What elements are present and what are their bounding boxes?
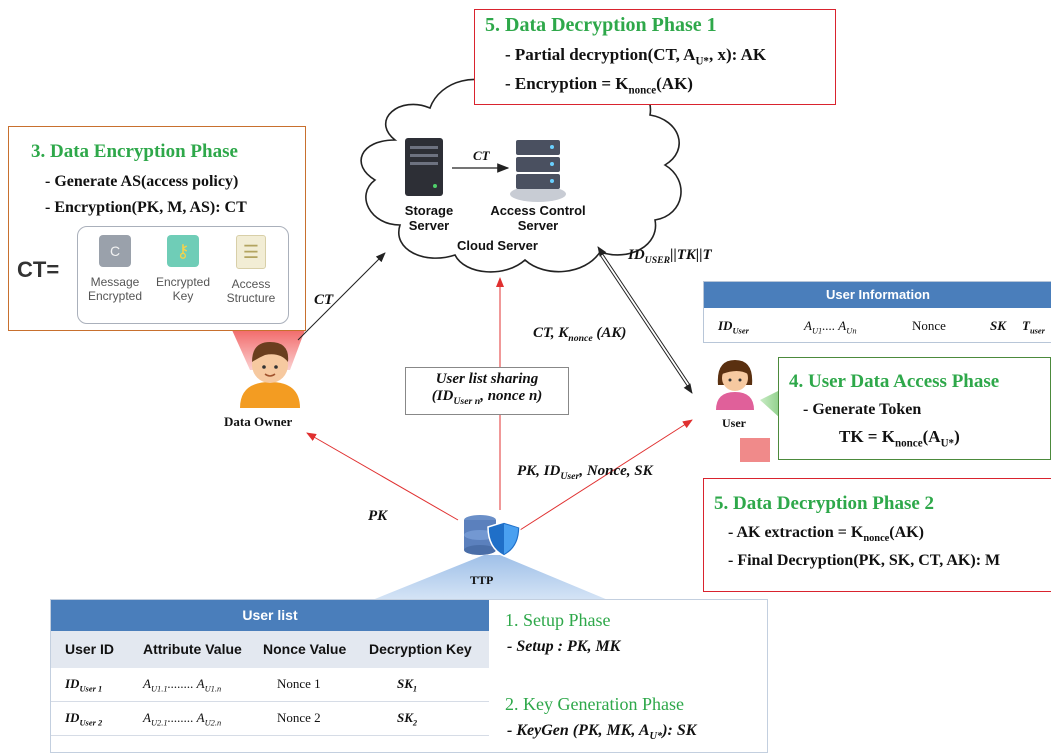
row2-key: SK2 [397, 710, 418, 728]
header-attribute-value: Attribute Value [143, 641, 242, 657]
encrypted-key-label1: Encrypted [155, 275, 211, 289]
phase-keygen-title: 2. Key Generation Phase [505, 694, 684, 714]
row1-key: SK1 [397, 676, 418, 694]
phase-access-title: 4. User Data Access Phase [789, 371, 1000, 392]
phase-dec2-title: 5. Data Decryption Phase 2 [714, 493, 935, 514]
user-info-attr-cell: AU1.... AUn [804, 318, 857, 336]
phase-enc-line1: - Generate AS(access policy) [45, 173, 239, 190]
phase-keygen-line: - KeyGen (PK, MK, AU*): SK [507, 722, 697, 743]
ttp-pk-label: PK [368, 508, 388, 524]
row1-nonce: Nonce 1 [277, 676, 321, 691]
message-encrypted-item: C Message Encrypted [82, 235, 148, 303]
row2-user-id: IDUser 2 [65, 710, 103, 728]
user-list-table: User list User ID Attribute Value Nonce … [51, 600, 489, 736]
header-user-id: User ID [65, 641, 115, 657]
phase-dec1-box: 5. Data Decryption Phase 1 - Partial dec… [474, 9, 836, 105]
user-list-title: User list [51, 600, 489, 631]
access-beam [760, 390, 780, 418]
access-structure-label2: Structure [226, 291, 276, 305]
phase-dec2-box: 5. Data Decryption Phase 2 - AK extracti… [703, 478, 1051, 592]
user-list-sharing-line2: (IDUser n, nonce n) [431, 388, 543, 407]
dec2-beam [740, 438, 770, 462]
user-list-header-row: User ID Attribute Value Nonce Value Decr… [51, 631, 489, 668]
header-decryption-key: Decryption Key [369, 641, 472, 657]
key-icon: ⚷ [167, 235, 199, 267]
phase-access-line1: - Generate Token [803, 401, 922, 418]
phase-setup-title: 1. Setup Phase [505, 610, 611, 630]
access-structure-label1: Access [231, 277, 271, 291]
row2-attribute: AU2.1........ AU2.n [143, 710, 222, 728]
phase-access-line2: TK = Knonce(AU*) [839, 427, 960, 450]
user-info-nonce-cell: Nonce [912, 318, 946, 333]
phase-dec1-line1: - Partial decryption(CT, AU*, x): AK [505, 45, 767, 68]
ct-components-panel: C Message Encrypted ⚷ Encrypted Key ☰ Ac… [77, 226, 289, 324]
user-list-sharing-box: User list sharing (IDUser n, nonce n) [405, 367, 569, 415]
data-owner-label: Data Owner [224, 414, 293, 429]
row1-attribute: AU1.1........ AU1.n [143, 676, 222, 694]
encrypted-key-item: ⚷ Encrypted Key [150, 235, 216, 303]
ct-equals-label: CT= [17, 257, 60, 282]
data-owner-avatar [240, 342, 300, 408]
phase-dec2-line1: - AK extraction = Knonce(AK) [728, 524, 924, 545]
ttp-server-shield-icon [464, 515, 521, 557]
user-information-title: User Information [704, 282, 1051, 308]
user-list-sharing-line1: User list sharing [435, 371, 539, 387]
row2-nonce: Nonce 2 [277, 710, 321, 725]
access-structure-item: ☰ Access Structure [218, 235, 284, 305]
header-nonce-value: Nonce Value [263, 641, 347, 657]
message-encrypted-icon: C [99, 235, 131, 267]
row1-user-id: IDUser 1 [65, 676, 103, 694]
table-row: IDUser 1 AU1.1........ AU1.n Nonce 1 SK1 [51, 668, 489, 702]
phase-dec1-title: 5. Data Decryption Phase 1 [485, 14, 717, 36]
ttp-label: TTP [470, 573, 494, 587]
encrypted-key-label2: Key [172, 289, 194, 303]
user-info-t-cell: Tuser [1022, 318, 1045, 336]
user-info-id-cell: IDUser [718, 318, 749, 336]
user-info-sk-cell: SK [990, 318, 1006, 333]
ttp-beam [360, 555, 620, 605]
storage-server-icon [405, 138, 443, 196]
phase-enc-line2: - Encryption(PK, M, AS): CT [45, 199, 247, 216]
user-avatar [716, 360, 754, 410]
ct-knonce-label: CT, Knonce (AK) [533, 325, 627, 344]
phase-dec2-line2: - Final Decryption(PK, SK, CT, AK): M [728, 552, 1001, 569]
phase-enc-title: 3. Data Encryption Phase [31, 141, 238, 162]
bottom-panel: User list User ID Attribute Value Nonce … [50, 599, 768, 753]
table-row: IDUser 2 AU2.1........ AU2.n Nonce 2 SK2 [51, 702, 489, 736]
phase-access-box: 4. User Data Access Phase - Generate Tok… [778, 357, 1051, 460]
document-list-icon: ☰ [236, 235, 266, 269]
cloud-server-label: Cloud Server [457, 238, 538, 253]
access-control-server-icon [510, 140, 566, 202]
phase-enc-box: 3. Data Encryption Phase - Generate AS(a… [8, 126, 306, 331]
ttp-user-keys-label: PK, IDUser, Nonce, SK [517, 463, 653, 482]
phase-dec1-line2: - Encryption = Knonce(AK) [505, 74, 693, 97]
token-label: IDUSER||TK||T [628, 247, 712, 266]
user-label: User [722, 416, 746, 430]
message-encrypted-label2: Encrypted [87, 289, 143, 303]
message-encrypted-label1: Message [90, 275, 140, 289]
cloud-ct-label: CT [473, 148, 490, 163]
phase-setup-line: - Setup : PK, MK [507, 638, 621, 655]
owner-ct-label: CT [314, 292, 334, 308]
user-information-table: User Information IDUser AU1.... AUn Nonc… [703, 281, 1051, 343]
